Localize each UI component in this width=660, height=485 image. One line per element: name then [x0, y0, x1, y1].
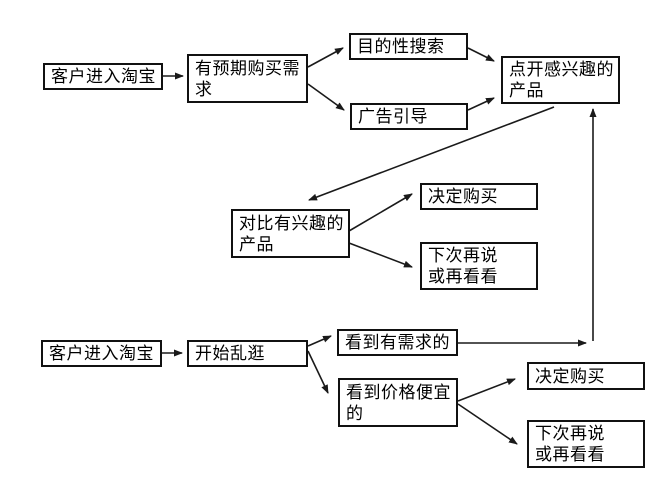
node-click-interesting: 点开感兴趣的 产品 [501, 56, 620, 104]
node-see-cheap: 看到价格便宜 的 [338, 378, 458, 427]
node-compare-products: 对比有兴趣的 产品 [231, 209, 350, 258]
connector-demand-to-ad [307, 83, 345, 111]
connector-browse-to-cheap [307, 350, 329, 394]
connector-ad-to-click [467, 97, 495, 111]
connector-compare-to-buy1 [348, 193, 413, 232]
connector-cheap-to-buy2 [457, 378, 516, 402]
connector-click-to-compare [308, 106, 555, 201]
node-ad-guidance: 广告引导 [350, 103, 468, 130]
node-next-time-1: 下次再说 或再看看 [420, 242, 538, 290]
node-see-needed: 看到有需求的 [337, 329, 458, 356]
connector-browse-to-needed [307, 335, 332, 347]
connector-cheap-to-next2 [457, 403, 518, 445]
node-decide-buy-2: 决定购买 [527, 362, 645, 390]
node-expected-demand: 有预期购买需 求 [187, 54, 308, 103]
connector-demand-to-search [307, 47, 344, 68]
node-enter-taobao-2: 客户进入淘宝 [41, 340, 162, 367]
node-enter-taobao-1: 客户进入淘宝 [43, 63, 163, 90]
node-decide-buy-1: 决定购买 [420, 183, 538, 210]
node-purposeful-search: 目的性搜索 [349, 33, 468, 60]
connector-compare-to-next1 [348, 242, 413, 268]
node-next-time-2: 下次再说 或再看看 [527, 420, 645, 468]
node-start-browsing: 开始乱逛 [187, 340, 308, 367]
connector-search-to-click [467, 47, 495, 62]
